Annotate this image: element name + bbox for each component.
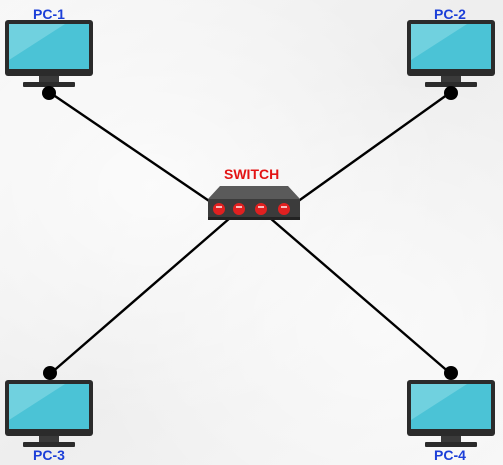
link-pc2-switch (289, 91, 452, 208)
pc2-label: PC-2 (434, 6, 466, 22)
pc4-monitor-icon[interactable] (407, 380, 495, 447)
pc3-connector-dot (43, 366, 57, 380)
pc4-connector-dot (444, 366, 458, 380)
pc1-connector-dot (42, 86, 56, 100)
pc1-monitor-icon[interactable] (5, 20, 93, 87)
switch-port-4 (278, 203, 290, 215)
pc4-label: PC-4 (434, 447, 466, 463)
switch-label: SWITCH (224, 166, 280, 182)
switch-port-2 (233, 203, 245, 215)
network-switch-icon[interactable] (208, 186, 300, 220)
link-pc1-switch (48, 91, 219, 208)
pc3-monitor-icon[interactable] (5, 380, 93, 447)
link-pc4-switch (269, 217, 452, 375)
pc1-label: PC-1 (33, 6, 65, 22)
pc2-monitor-icon[interactable] (407, 20, 495, 87)
pc3-label: PC-3 (33, 447, 65, 463)
pc2-connector-dot (444, 86, 458, 100)
switch-port-3 (255, 203, 267, 215)
link-pc3-switch (49, 217, 231, 375)
switch-port-1 (213, 203, 225, 215)
